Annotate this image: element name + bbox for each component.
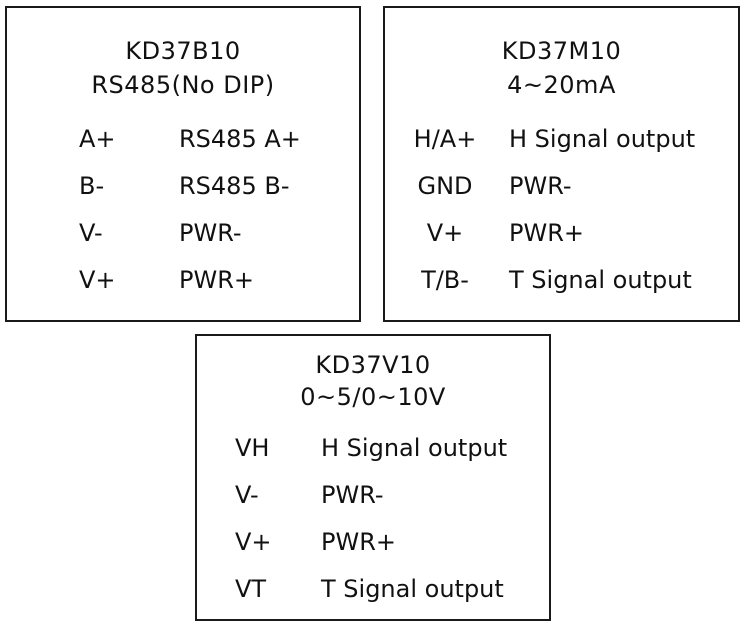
panel-output-type: 4~20mA bbox=[507, 71, 616, 99]
pin-label: V- bbox=[235, 481, 259, 509]
pin-description: RS485 A+ bbox=[179, 125, 301, 153]
pin-label: T/B- bbox=[421, 266, 469, 294]
pin-row: V+ PWR+ bbox=[197, 527, 549, 557]
pin-label: V- bbox=[79, 219, 103, 247]
pin-description: PWR+ bbox=[179, 266, 254, 294]
panel-model-title: KD37V10 bbox=[315, 351, 431, 379]
pin-description: PWR+ bbox=[509, 219, 584, 247]
panel-output-type: RS485(No DIP) bbox=[91, 71, 275, 99]
pin-description: H Signal output bbox=[509, 125, 696, 153]
pin-row: VH H Signal output bbox=[197, 433, 549, 463]
pin-description: RS485 B- bbox=[179, 172, 290, 200]
pin-label: VH bbox=[235, 434, 270, 462]
pin-row: H/A+ H Signal output bbox=[385, 124, 738, 154]
wiring-panel-kd37b10: KD37B10 RS485(No DIP) A+ RS485 A+ B- RS4… bbox=[5, 6, 361, 322]
pin-description: PWR+ bbox=[321, 528, 396, 556]
pin-label: H/A+ bbox=[413, 125, 477, 153]
pin-row: V+ PWR+ bbox=[7, 265, 359, 295]
pin-label: VT bbox=[235, 575, 267, 603]
pin-label: B- bbox=[79, 172, 105, 200]
wiring-panel-kd37v10: KD37V10 0~5/0~10V VH H Signal output V- … bbox=[195, 334, 551, 621]
pin-label: A+ bbox=[79, 125, 116, 153]
panel-output-type: 0~5/0~10V bbox=[300, 383, 446, 411]
pin-row: B- RS485 B- bbox=[7, 171, 359, 201]
pin-row: V+ PWR+ bbox=[385, 218, 738, 248]
pin-description: PWR- bbox=[179, 219, 242, 247]
pin-description: T Signal output bbox=[321, 575, 504, 603]
pin-description: T Signal output bbox=[509, 266, 692, 294]
pin-description: H Signal output bbox=[321, 434, 508, 462]
panel-model-title: KD37M10 bbox=[501, 37, 622, 65]
pin-description: PWR- bbox=[509, 172, 572, 200]
pin-row: T/B- T Signal output bbox=[385, 265, 738, 295]
pin-row: VT T Signal output bbox=[197, 574, 549, 604]
pin-label: GND bbox=[417, 172, 473, 200]
pin-row: V- PWR- bbox=[7, 218, 359, 248]
pin-label: V+ bbox=[235, 528, 272, 556]
pin-label: V+ bbox=[426, 219, 464, 247]
pin-row: A+ RS485 A+ bbox=[7, 124, 359, 154]
pin-row: GND PWR- bbox=[385, 171, 738, 201]
pin-description: PWR- bbox=[321, 481, 384, 509]
wiring-panel-kd37m10: KD37M10 4~20mA H/A+ H Signal output GND … bbox=[383, 6, 740, 322]
pin-label: V+ bbox=[79, 266, 116, 294]
panel-model-title: KD37B10 bbox=[125, 37, 241, 65]
pin-row: V- PWR- bbox=[197, 480, 549, 510]
